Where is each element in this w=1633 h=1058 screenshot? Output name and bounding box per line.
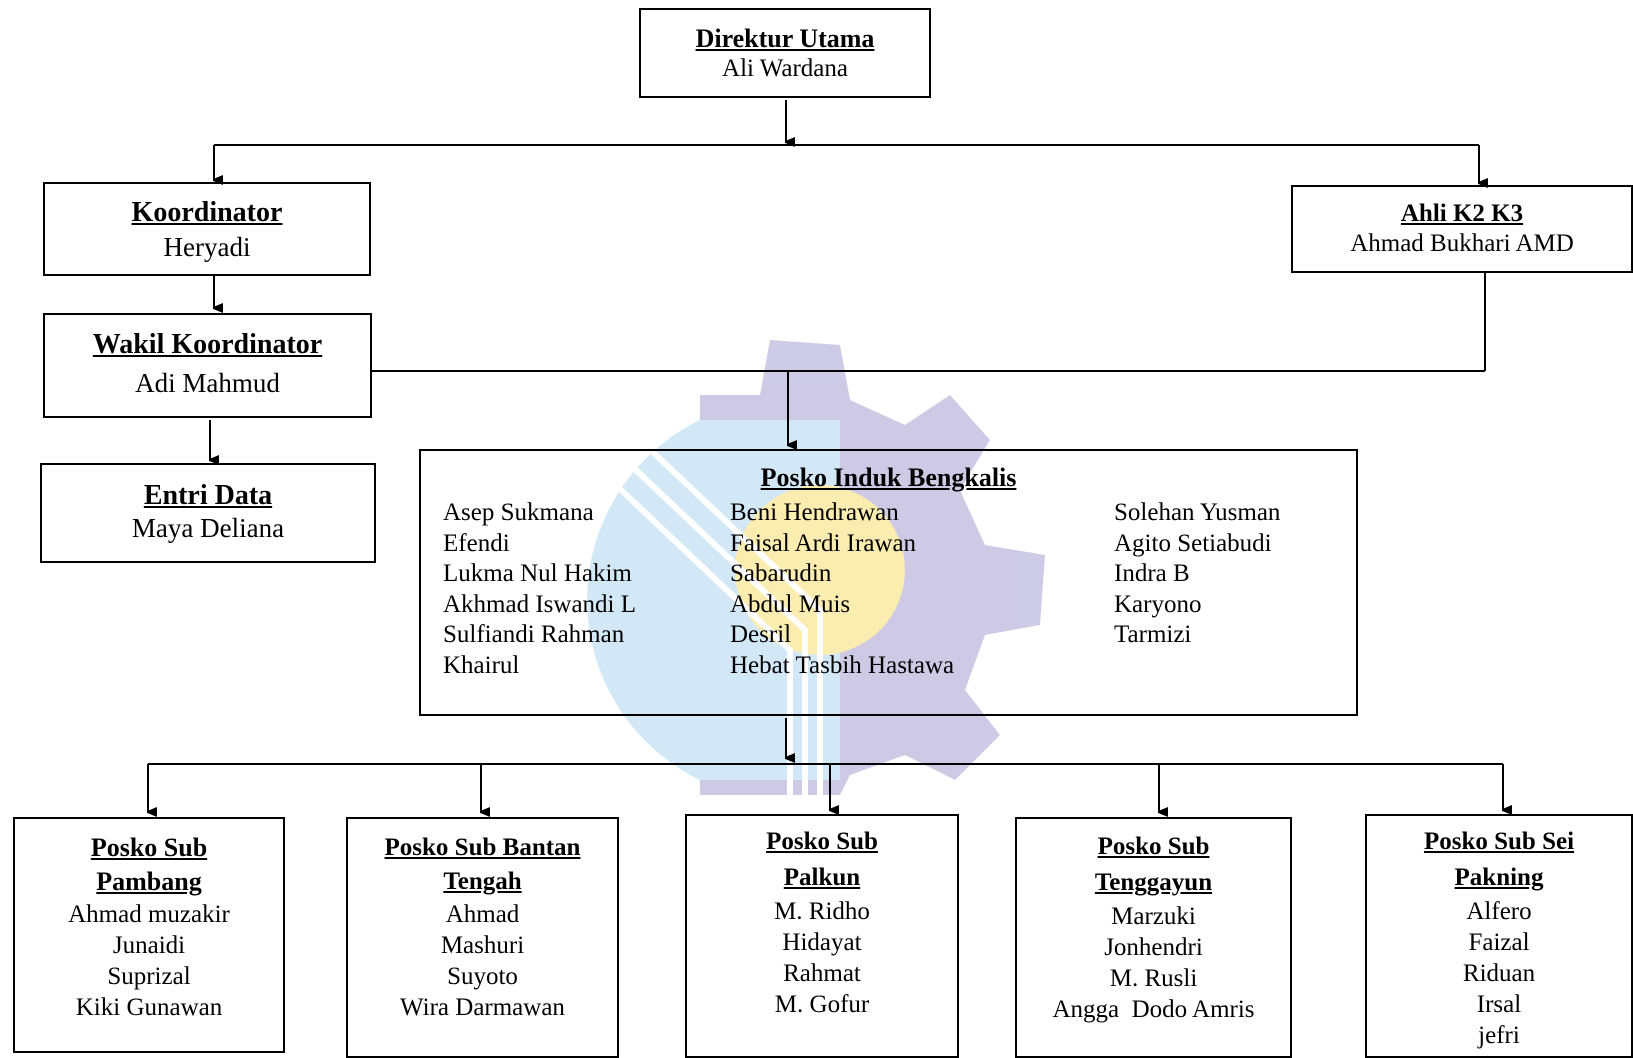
posko-sub-title: Posko Sub Sei: [1423, 828, 1575, 855]
member-name: Ahmad: [445, 901, 520, 928]
posko-induk-column-3: Solehan Yusman Agito Setiabudi Indra B K…: [1114, 498, 1280, 651]
member-name: Khairul: [443, 651, 520, 679]
posko-sub-palkun-box: Posko Sub Palkun M. Ridho Hidayat Rahmat…: [685, 814, 959, 1058]
member-name: Jonhendri: [1104, 934, 1203, 961]
entri-data-box: Entri Data Maya Deliana: [40, 463, 376, 563]
posko-induk-title: Posko Induk Bengkalis: [760, 463, 1017, 492]
koordinator-box: Koordinator Heryadi: [43, 182, 371, 276]
posko-sub-title: Pambang: [96, 867, 202, 896]
posko-sub-bantan-tengah-box: Posko Sub Bantan Tengah Ahmad Mashuri Su…: [346, 817, 619, 1058]
member-name: Riduan: [1462, 960, 1536, 987]
member-name: Marzuki: [1111, 903, 1196, 930]
member-name: jefri: [1478, 1022, 1520, 1049]
wakil-koordinator-name: Adi Mahmud: [135, 368, 280, 398]
ahli-k2-k3-box: Ahli K2 K3 Ahmad Bukhari AMD: [1291, 185, 1633, 273]
direktur-utama-title: Direktur Utama: [695, 24, 875, 53]
posko-sub-pambang-box: Posko Sub Pambang Ahmad muzakir Junaidi …: [13, 817, 285, 1053]
member-name: Tarmizi: [1114, 621, 1192, 648]
member-name: Asep Sukmana: [443, 499, 594, 526]
posko-induk-column-2: Beni Hendrawan Faisal Ardi Irawan Sabaru…: [730, 498, 954, 681]
posko-induk-column-1: Asep Sukmana Efendi Lukma Nul Hakim Akhm…: [443, 498, 636, 681]
posko-sub-title: Posko Sub Bantan: [384, 834, 581, 861]
member-name: Mashuri: [440, 932, 525, 959]
posko-sub-title: Posko Sub: [90, 833, 208, 862]
member-name: Lukma Nul Hakim: [443, 560, 632, 587]
member-name: M. Ridho: [774, 898, 870, 925]
posko-sub-title: Tengah: [443, 868, 522, 895]
posko-sub-title: Palkun: [783, 864, 861, 891]
member-name: Sabarudin: [730, 560, 832, 587]
member-name: Suprizal: [107, 963, 191, 990]
entri-data-title: Entri Data: [143, 480, 273, 511]
member-name: Rahmat: [783, 960, 861, 987]
member-name: Alfero: [1466, 898, 1532, 925]
koordinator-title: Koordinator: [131, 197, 283, 228]
posko-sub-title: Posko Sub: [1097, 833, 1210, 860]
member-name: Suyoto: [447, 963, 518, 990]
entri-data-name: Maya Deliana: [131, 513, 285, 543]
posko-sub-tenggayun-box: Posko Sub Tenggayun Marzuki Jonhendri M.…: [1015, 817, 1292, 1058]
member-name: M. Rusli: [1109, 965, 1198, 992]
member-name: Wira Darmawan: [400, 994, 565, 1021]
member-name: Abdul Muis: [730, 590, 851, 618]
member-name: Desril: [730, 621, 792, 648]
ahli-k2-k3-name: Ahmad Bukhari AMD: [1350, 230, 1574, 257]
member-name: Angga Dodo Amris: [1052, 996, 1255, 1023]
posko-sub-title: Tenggayun: [1094, 869, 1213, 896]
member-name: M. Gofur: [774, 991, 870, 1018]
member-name: Agito Setiabudi: [1114, 529, 1272, 557]
member-name: Faizal: [1468, 929, 1530, 956]
member-name: Junaidi: [112, 932, 186, 959]
member-name: Indra B: [1114, 560, 1190, 587]
wakil-koordinator-box: Wakil Koordinator Adi Mahmud: [43, 313, 372, 418]
posko-induk-bengkalis-box: Posko Induk Bengkalis Asep Sukmana Efend…: [419, 449, 1358, 716]
posko-sub-title: Posko Sub: [766, 828, 878, 855]
member-name: Solehan Yusman: [1114, 499, 1281, 526]
member-name: Sulfiandi Rahman: [443, 621, 625, 648]
member-name: Efendi: [443, 529, 510, 557]
member-name: Faisal Ardi Irawan: [730, 529, 917, 557]
direktur-utama-name: Ali Wardana: [722, 55, 848, 82]
koordinator-name: Heryadi: [163, 232, 251, 262]
member-name: Ahmad muzakir: [68, 901, 230, 928]
posko-sub-sei-pakning-box: Posko Sub Sei Pakning Alfero Faizal Ridu…: [1365, 814, 1633, 1058]
posko-sub-title: Pakning: [1454, 864, 1544, 891]
member-name: Beni Hendrawan: [730, 499, 899, 526]
ahli-k2-k3-title: Ahli K2 K3: [1400, 200, 1524, 227]
member-name: Akhmad Iswandi L: [443, 590, 637, 618]
direktur-utama-box: Direktur Utama Ali Wardana: [639, 8, 931, 98]
member-name: Hidayat: [782, 929, 862, 956]
member-name: Karyono: [1114, 590, 1202, 618]
member-name: Kiki Gunawan: [75, 994, 223, 1021]
member-name: Hebat Tasbih Hastawa: [730, 651, 955, 679]
member-name: Irsal: [1476, 991, 1522, 1018]
wakil-koordinator-title: Wakil Koordinator: [92, 329, 323, 360]
